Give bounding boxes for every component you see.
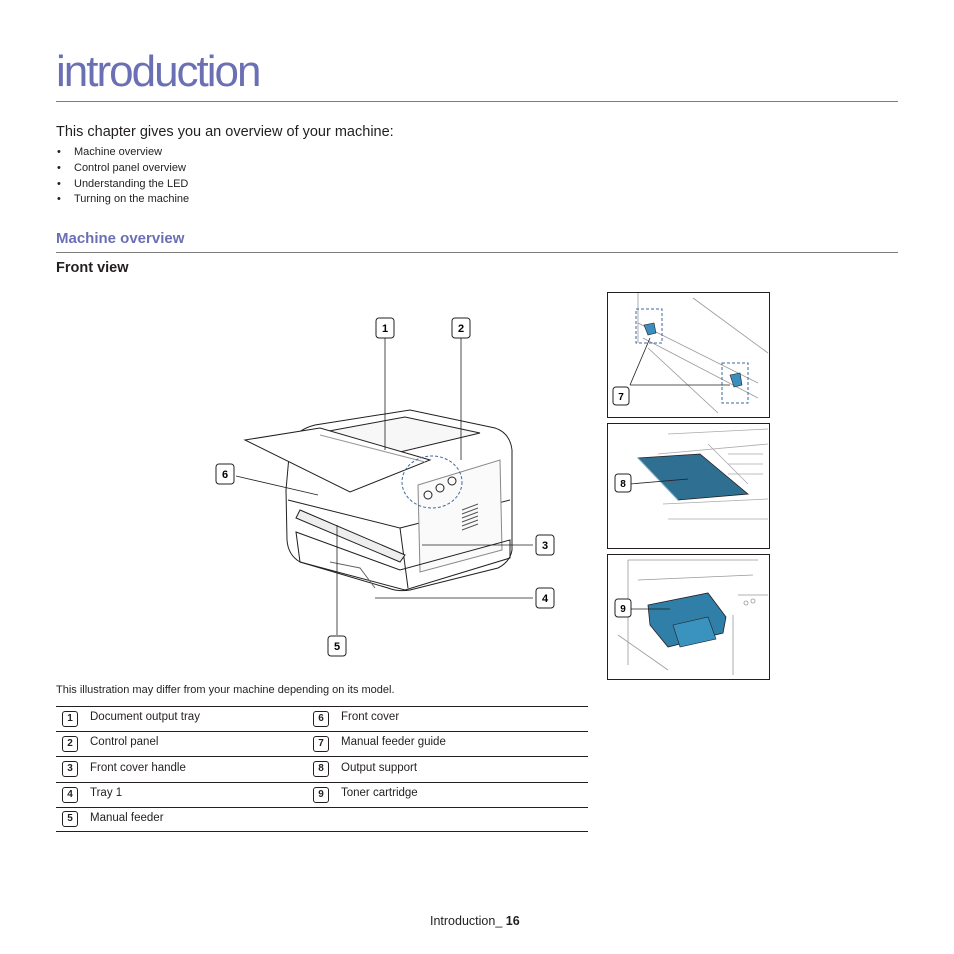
svg-text:6: 6 — [222, 469, 228, 481]
table-rule — [56, 807, 588, 808]
bullet-icon: • — [57, 146, 61, 158]
svg-text:2: 2 — [458, 323, 464, 335]
part-number-badge: 8 — [313, 761, 329, 777]
table-rule — [56, 782, 588, 783]
callout-badge-9: 9 — [614, 598, 632, 618]
part-number-badge: 5 — [62, 811, 78, 827]
callout-badge-4: 4 — [535, 587, 555, 609]
list-item: •Understanding the LED — [56, 177, 189, 193]
callout-badge-7: 7 — [612, 386, 630, 406]
callout-badge-6: 6 — [215, 463, 235, 485]
chapter-contents-list: •Machine overview •Control panel overvie… — [56, 145, 189, 208]
part-label: Tray 1 — [90, 787, 123, 799]
page-footer: Introduction_ 16 — [430, 914, 520, 928]
bullet-icon: • — [57, 193, 61, 206]
section-heading: Machine overview — [56, 230, 185, 247]
svg-text:9: 9 — [620, 604, 626, 615]
svg-text:3: 3 — [542, 540, 548, 552]
svg-text:4: 4 — [542, 593, 549, 605]
part-label: Toner cartridge — [341, 787, 418, 799]
callout-badge-2: 2 — [451, 317, 471, 339]
part-number-badge: 6 — [313, 711, 329, 727]
svg-text:7: 7 — [618, 392, 624, 403]
manual-feeder-guide-illustration: 7 — [612, 293, 769, 414]
section-rule — [56, 252, 898, 253]
part-label: Front cover handle — [90, 762, 186, 774]
part-label: Control panel — [90, 736, 159, 748]
part-number-badge: 3 — [62, 761, 78, 777]
table-top-rule — [56, 706, 588, 707]
intro-text: This chapter gives you an overview of yo… — [56, 124, 394, 140]
footer-label: Introduction_ — [430, 914, 503, 928]
svg-text:1: 1 — [382, 323, 388, 335]
svg-text:5: 5 — [334, 641, 340, 653]
output-support-illustration: 8 — [614, 428, 769, 520]
callout-badge-5: 5 — [327, 635, 347, 657]
inset-manual-feeder-guide: 7 — [607, 292, 770, 418]
part-label: Manual feeder — [90, 812, 164, 824]
part-label: Document output tray — [90, 711, 200, 723]
part-label: Manual feeder guide — [341, 736, 446, 748]
page-title: introduction — [56, 47, 261, 96]
list-item: •Machine overview — [56, 145, 189, 161]
title-rule — [56, 101, 898, 102]
part-number-badge: 4 — [62, 787, 78, 803]
part-number-badge: 1 — [62, 711, 78, 727]
part-number-badge: 2 — [62, 736, 78, 752]
subsection-heading: Front view — [56, 260, 129, 276]
printer-front-illustration: 1 2 6 3 4 5 — [215, 317, 555, 657]
part-number-badge: 9 — [313, 787, 329, 803]
callout-badge-1: 1 — [375, 317, 395, 339]
inset-toner-cartridge: 9 — [607, 554, 770, 680]
part-label: Output support — [341, 762, 418, 774]
inset-output-support: 8 — [607, 423, 770, 549]
callout-badge-8: 8 — [614, 473, 632, 493]
part-number-badge: 7 — [313, 736, 329, 752]
table-bottom-rule — [56, 831, 588, 832]
bullet-icon: • — [57, 161, 61, 174]
table-rule — [56, 756, 588, 757]
svg-text:8: 8 — [620, 479, 626, 490]
list-item: •Turning on the machine — [56, 192, 189, 208]
page-number: 16 — [505, 914, 520, 928]
bullet-icon: • — [57, 177, 61, 190]
table-rule — [56, 731, 588, 732]
toner-cartridge-illustration: 9 — [614, 559, 768, 675]
list-item: •Control panel overview — [56, 161, 189, 177]
callout-badge-3: 3 — [535, 534, 555, 556]
part-label: Front cover — [341, 711, 400, 723]
illustration-note: This illustration may differ from your m… — [56, 684, 395, 696]
